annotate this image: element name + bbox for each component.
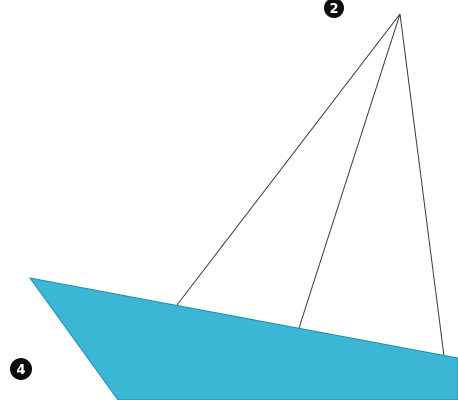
step-badge-4: 4 (10, 358, 32, 380)
step-badge-label: 2 (329, 2, 338, 17)
rigging (177, 14, 444, 356)
step-badge-label: 4 (16, 363, 25, 378)
rigging-line-left (177, 14, 400, 305)
boat-hull (30, 278, 458, 400)
step-badge-2: 2 (324, 0, 344, 18)
rigging-line-right (400, 14, 444, 356)
rigging-line-middle (299, 14, 400, 328)
